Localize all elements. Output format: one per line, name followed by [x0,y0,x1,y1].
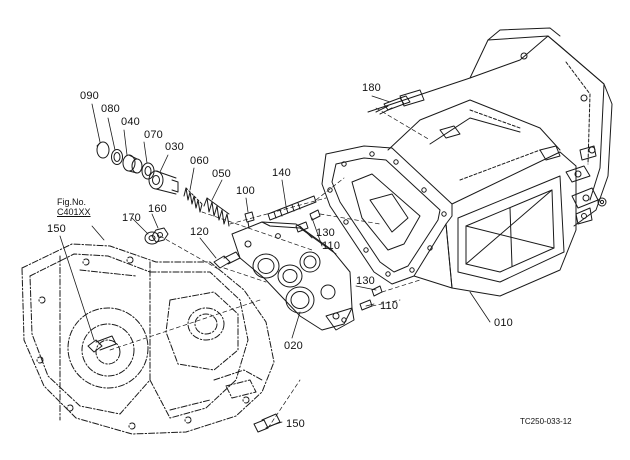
callout-070: 070 [144,129,163,141]
transmission-case-010 [322,28,612,296]
callout-110-lower: 110 [380,300,399,312]
washer-070 [142,163,154,179]
stud-140 [268,196,316,220]
spring-060 [184,188,202,212]
callout-010: 010 [494,317,513,329]
callout-160: 160 [148,203,167,215]
callout-030: 030 [165,141,184,153]
callout-130-upper: 130 [316,227,335,239]
callout-130-lower: 130 [356,275,375,287]
pin-set-upper [296,210,320,232]
figure-reference-number[interactable]: C401XX [57,207,91,217]
shaft-030 [149,171,178,194]
plate-020 [232,222,354,330]
bolt-150-lower [254,414,280,432]
bolt-120 [214,252,240,268]
callout-080: 080 [101,103,120,115]
figure-code: TC250-033-12 [520,417,572,426]
leader-lines [60,96,490,426]
figure-reference-label: Fig.No. [57,197,87,207]
figure-reference: Fig.No. C401XX [57,197,91,217]
bolt-150-upper [88,336,116,352]
reference-housing-left [22,244,274,434]
callout-150-lower: 150 [286,418,305,430]
snap-ring-090 [97,142,109,158]
pin-set-lower [360,286,382,310]
callout-060: 060 [190,155,209,167]
nut-160 [152,228,168,242]
callout-040: 040 [121,116,140,128]
callout-110-upper: 110 [322,240,341,252]
callout-120: 120 [190,226,209,238]
callout-050: 050 [212,168,231,180]
spring-050 [204,198,229,226]
callout-090: 090 [80,90,99,102]
collar-040 [123,155,142,173]
callout-150-upper: 150 [47,223,66,235]
callout-100: 100 [236,185,255,197]
ring-080 [112,150,123,165]
alignment-lines [110,108,430,428]
bolt-180 [376,96,410,114]
callout-180: 180 [362,82,381,94]
callout-020: 020 [284,340,303,352]
callout-170: 170 [122,212,141,224]
callout-140: 140 [272,167,291,179]
